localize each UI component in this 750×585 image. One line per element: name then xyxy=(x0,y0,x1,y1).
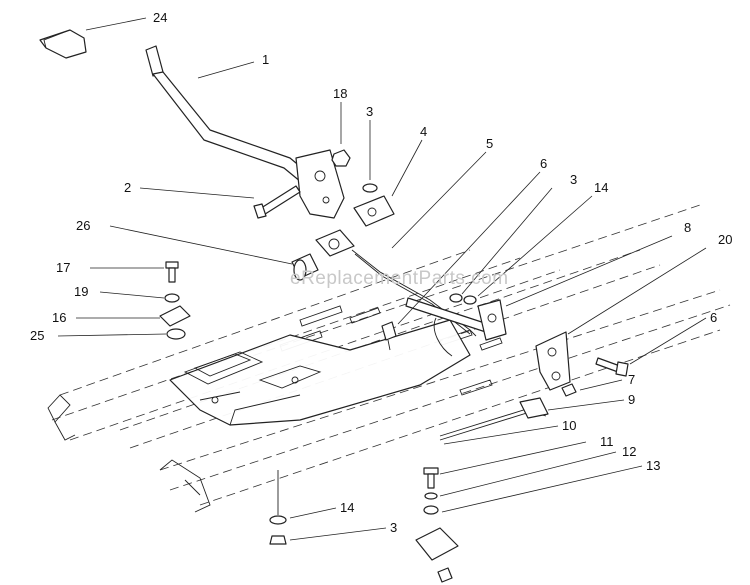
callout-4: 4 xyxy=(420,124,427,139)
callout-14: 14 xyxy=(594,180,608,195)
callout-5: 5 xyxy=(486,136,493,151)
lever-grip xyxy=(145,45,164,77)
callout-16: 16 xyxy=(52,310,66,325)
bolt-6-center xyxy=(381,321,397,351)
callout-labels: 24 1 18 3 4 5 2 6 3 14 26 8 20 17 19 16 … xyxy=(30,10,732,535)
hardware-stack-left xyxy=(159,261,191,340)
leader-lines xyxy=(57,17,707,541)
bracket-20 xyxy=(535,331,571,391)
pedal-assembly xyxy=(39,29,345,219)
nut-7 xyxy=(561,383,577,397)
callout-18: 18 xyxy=(333,86,347,101)
cross-rod-8 xyxy=(405,297,507,341)
callout-10: 10 xyxy=(562,418,576,433)
lower-hardware-stack xyxy=(415,467,459,583)
callout-14: 14 xyxy=(340,500,354,515)
callout-26: 26 xyxy=(76,218,90,233)
callout-24: 24 xyxy=(153,10,167,25)
callout-6: 6 xyxy=(540,156,547,171)
bottom-washers xyxy=(269,470,287,545)
nut-18 xyxy=(331,149,351,167)
washer-3-top xyxy=(362,183,378,193)
bushing-26 xyxy=(291,229,355,281)
mounting-plate xyxy=(169,319,471,426)
callout-3: 3 xyxy=(366,104,373,119)
link-rod-9 xyxy=(439,397,549,441)
clip-4 xyxy=(353,195,395,227)
callout-17: 17 xyxy=(56,260,70,275)
callout-8: 8 xyxy=(684,220,691,235)
callout-6: 6 xyxy=(710,310,717,325)
callout-7: 7 xyxy=(628,372,635,387)
washers-3-14 xyxy=(449,293,477,305)
callout-1: 1 xyxy=(262,52,269,67)
callout-3: 3 xyxy=(390,520,397,535)
bolt-6-right xyxy=(595,357,629,377)
callout-11: 11 xyxy=(600,434,614,449)
callout-13: 13 xyxy=(646,458,660,473)
callout-25: 25 xyxy=(30,328,44,343)
callout-9: 9 xyxy=(628,392,635,407)
callout-12: 12 xyxy=(622,444,636,459)
watermark: eReplacementParts.com xyxy=(290,268,509,289)
callout-3: 3 xyxy=(570,172,577,187)
callout-2: 2 xyxy=(124,180,131,195)
foot-pedal xyxy=(39,29,87,59)
callout-19: 19 xyxy=(74,284,88,299)
lever-bracket xyxy=(295,149,345,219)
bolt-2 xyxy=(253,185,301,219)
callout-20: 20 xyxy=(718,232,732,247)
